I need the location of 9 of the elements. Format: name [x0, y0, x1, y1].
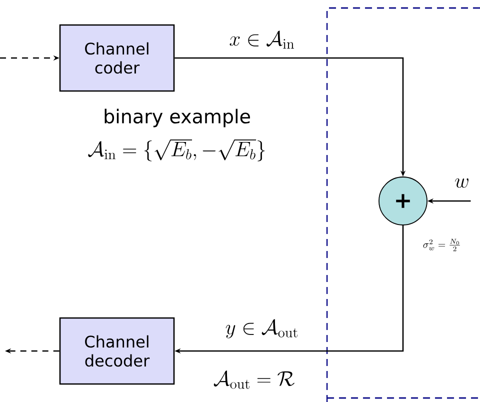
noise-label: $w$ [455, 178, 468, 188]
formula: $\mathcal{A}_{\mathrm{in}} = \{\sqrt{E_b}, -\sqrt{E_b}\}$ [88, 140, 265, 162]
process-box: Channel coder [59, 24, 175, 92]
formula: $\sigma_w^2 = \frac{N_0}{2}$ [423, 238, 460, 252]
process-box: Channel decoder [59, 317, 175, 385]
edge-label: $y \in \mathcal{A}_{\mathrm{out}}$ [226, 319, 298, 338]
edge-label: $x \in \mathcal{A}_{\mathrm{in}}$ [230, 30, 294, 49]
formula: $\mathcal{A}_{\mathrm{out}} = \mathcal{R}$ [214, 370, 294, 389]
caption-text: binary example [104, 108, 250, 128]
